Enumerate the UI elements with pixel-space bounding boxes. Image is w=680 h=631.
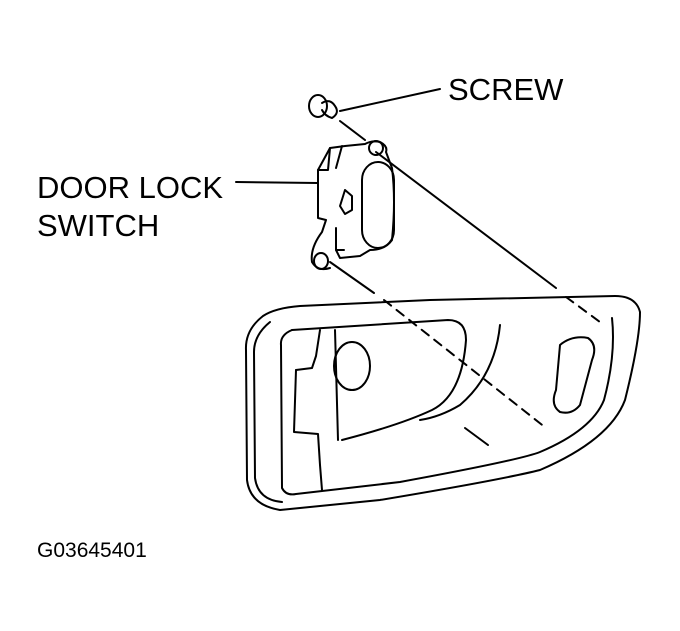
- alignment-line-upper: [339, 120, 366, 141]
- alignment-line-lower: [329, 261, 375, 294]
- screw-leader-line: [339, 88, 441, 112]
- door-lock-switch-label-line1: DOOR LOCK: [37, 170, 224, 205]
- switch-leader-line: [235, 181, 319, 184]
- screw-label: SCREW: [448, 72, 564, 107]
- screw-part: [308, 94, 338, 119]
- door-lock-switch-label-line2: SWITCH: [37, 208, 160, 243]
- figure-code: G03645401: [37, 539, 147, 562]
- door-handle-bezel: [244, 295, 641, 511]
- door-lock-switch-part: [310, 140, 395, 271]
